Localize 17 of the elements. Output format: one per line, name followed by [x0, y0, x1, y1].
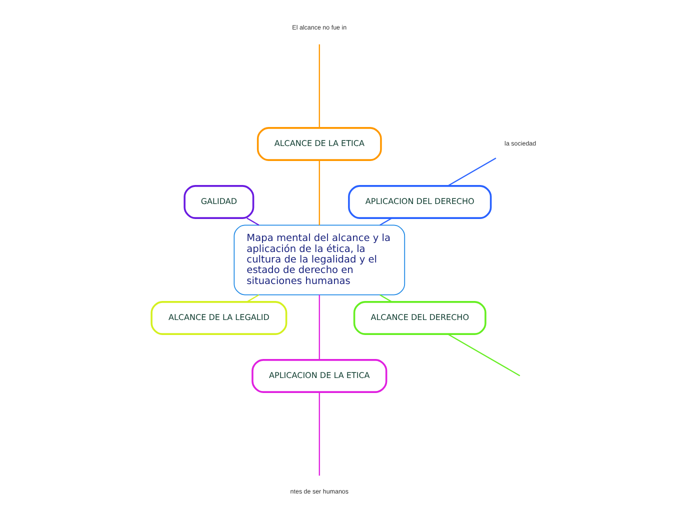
node-box: Mapa mental del alcance y la aplicación de la ética, la cultura de la legalidad y el estado de derecho en situaciones humanas — [234, 224, 406, 296]
connector — [318, 160, 320, 226]
connector — [318, 44, 320, 128]
connector — [246, 294, 260, 302]
connector — [246, 218, 260, 226]
node-box: GALIDAD — [184, 185, 254, 219]
node-box: ALCANCE DEL DERECHO — [353, 301, 486, 335]
node-box: ALCANCE DE LA LEGALID — [150, 301, 288, 335]
node-box: APLICACION DE LA ETICA — [252, 359, 388, 393]
connector — [448, 334, 520, 376]
connector — [318, 392, 320, 476]
node-box: ALCANCE DE LA ETICA — [256, 127, 382, 161]
connector — [380, 294, 392, 302]
connector — [380, 218, 392, 226]
node-box: APLICACION DEL DERECHO — [348, 185, 492, 219]
connector — [318, 294, 320, 360]
connector — [448, 158, 496, 186]
